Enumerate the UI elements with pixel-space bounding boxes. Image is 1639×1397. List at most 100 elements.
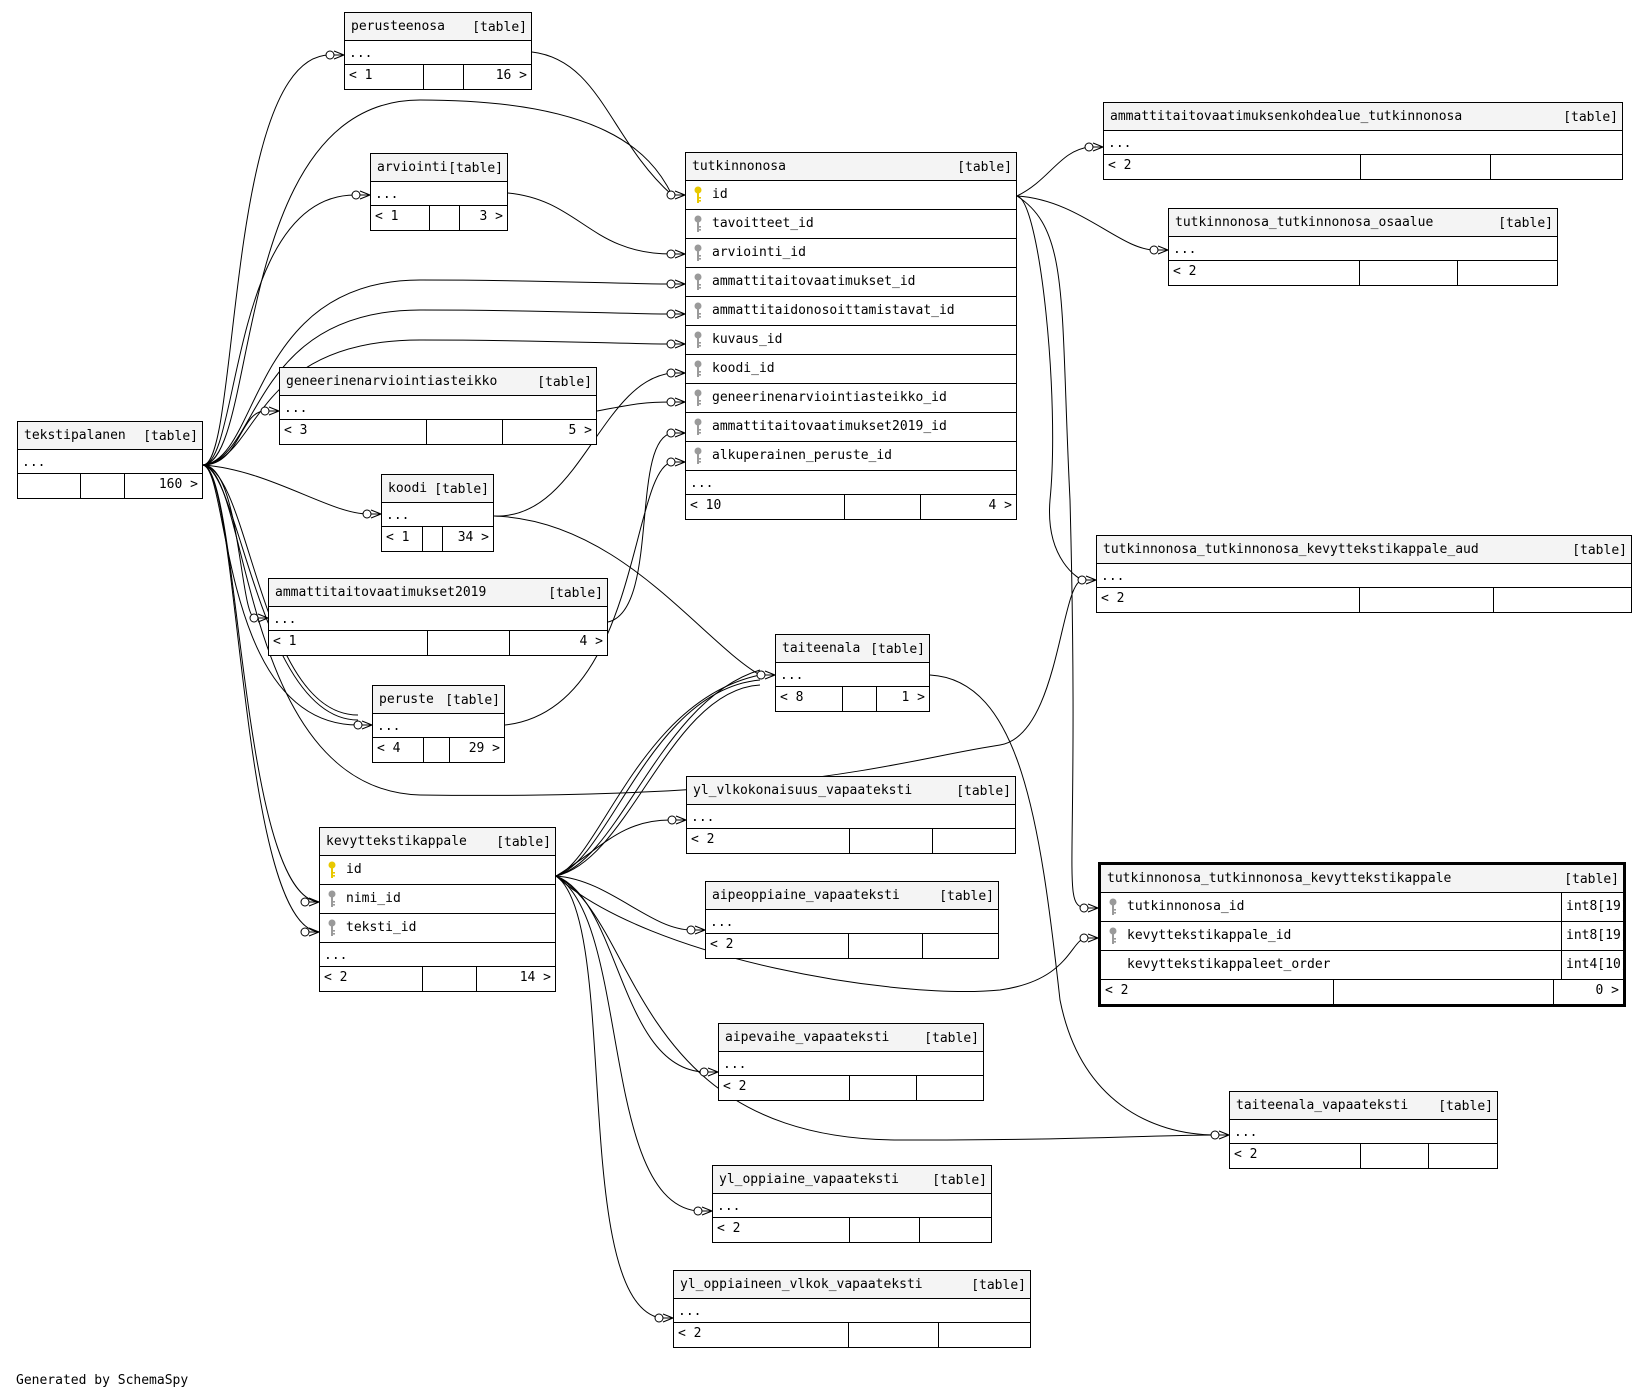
column-row[interactable]: tavoitteet_id bbox=[686, 210, 1016, 239]
children-count[interactable]: 1 > bbox=[901, 690, 925, 705]
table-name[interactable]: yl_oppiaine_vapaateksti bbox=[719, 1172, 900, 1187]
column-row[interactable]: teksti_id bbox=[320, 914, 555, 943]
table-name[interactable]: taiteenala bbox=[782, 641, 861, 656]
children-count[interactable]: 29 > bbox=[468, 741, 501, 756]
table-tutkinnonosa[interactable]: tutkinnonosa[table] id tavoitteet_id arv… bbox=[685, 152, 1017, 520]
children-count[interactable]: 4 > bbox=[988, 498, 1012, 513]
parents-count[interactable]: < 2 bbox=[674, 1323, 849, 1347]
table-taiteenala_vapaateksti[interactable]: taiteenala_vapaateksti[table]...< 2 bbox=[1229, 1091, 1498, 1169]
more-columns-row[interactable]: ... bbox=[1097, 564, 1631, 588]
table-yl_oppiaineen_vlkok_vapaateksti[interactable]: yl_oppiaineen_vlkok_vapaateksti[table]..… bbox=[673, 1270, 1031, 1348]
parents-count[interactable]: < 1 bbox=[345, 65, 425, 89]
table-name[interactable]: tutkinnonosa_tutkinnonosa_kevyttekstikap… bbox=[1107, 871, 1452, 886]
more-columns-row[interactable]: ... bbox=[373, 714, 504, 738]
children-count[interactable] bbox=[917, 1076, 983, 1100]
table-name[interactable]: yl_oppiaineen_vlkok_vapaateksti bbox=[680, 1277, 923, 1292]
parents-count[interactable] bbox=[18, 474, 82, 498]
children-count[interactable] bbox=[923, 934, 999, 958]
children-count[interactable] bbox=[933, 829, 1015, 853]
more-columns-row[interactable]: ... bbox=[371, 182, 507, 206]
more-columns-row[interactable]: ... bbox=[280, 396, 596, 420]
column-row[interactable]: id bbox=[686, 181, 1016, 210]
column-row[interactable]: ammattitaitovaatimukset_id bbox=[686, 268, 1016, 297]
parents-count[interactable]: < 2 bbox=[687, 829, 850, 853]
table-name[interactable]: ammattitaitovaatimuksenkohdealue_tutkinn… bbox=[1110, 109, 1463, 124]
parents-count[interactable]: < 2 bbox=[320, 967, 424, 991]
column-row[interactable]: nimi_id bbox=[320, 885, 555, 914]
table-tutkinnonosa_tutkinnonosa_kevyttekstikappale_aud[interactable]: tutkinnonosa_tutkinnonosa_kevyttekstikap… bbox=[1096, 535, 1632, 613]
parents-count[interactable]: < 1 bbox=[371, 206, 431, 230]
table-yl_oppiaine_vapaateksti[interactable]: yl_oppiaine_vapaateksti[table]...< 2 bbox=[712, 1165, 992, 1243]
parents-count[interactable]: < 2 bbox=[706, 934, 849, 958]
parents-count[interactable]: < 2 bbox=[1230, 1144, 1361, 1168]
more-columns-row[interactable]: ... bbox=[320, 943, 555, 967]
children-count[interactable] bbox=[920, 1218, 992, 1242]
table-name[interactable]: aipeoppiaine_vapaateksti bbox=[712, 888, 900, 903]
table-name[interactable]: arviointi bbox=[377, 160, 448, 175]
table-name[interactable]: yl_vlkokonaisuus_vapaateksti bbox=[693, 783, 913, 798]
parents-count[interactable]: < 1 bbox=[269, 631, 429, 655]
table-aipeoppiaine_vapaateksti[interactable]: aipeoppiaine_vapaateksti[table]...< 2 bbox=[705, 881, 999, 959]
more-columns-row[interactable]: ... bbox=[713, 1194, 991, 1218]
more-columns-row[interactable]: ... bbox=[18, 450, 202, 474]
table-name[interactable]: kevyttekstikappale bbox=[326, 834, 467, 849]
table-name[interactable]: ammattitaitovaatimukset2019 bbox=[275, 585, 487, 600]
parents-count[interactable]: < 2 bbox=[1101, 980, 1335, 1004]
parents-count[interactable]: < 8 bbox=[776, 687, 844, 711]
parents-count[interactable]: < 2 bbox=[713, 1218, 850, 1242]
children-count[interactable]: 16 > bbox=[495, 68, 528, 83]
parents-count[interactable]: < 3 bbox=[280, 420, 428, 444]
more-columns-row[interactable]: ... bbox=[1230, 1120, 1497, 1144]
parents-count[interactable]: < 1 bbox=[382, 527, 424, 551]
table-tekstipalanen[interactable]: tekstipalanen[table]...160 > bbox=[17, 421, 203, 499]
children-count[interactable]: 160 > bbox=[158, 477, 198, 492]
table-name[interactable]: perusteenosa bbox=[351, 19, 445, 34]
more-columns-row[interactable]: ... bbox=[345, 41, 531, 65]
column-row[interactable]: kuvaus_id bbox=[686, 326, 1016, 355]
children-count[interactable] bbox=[1458, 261, 1558, 285]
table-yl_vlkokonaisuus_vapaateksti[interactable]: yl_vlkokonaisuus_vapaateksti[table]...< … bbox=[686, 776, 1016, 854]
column-row[interactable]: arviointi_id bbox=[686, 239, 1016, 268]
column-row[interactable]: koodi_id bbox=[686, 355, 1016, 384]
table-tutkinnonosa_tutkinnonosa_kevyttekstikappale[interactable]: tutkinnonosa_tutkinnonosa_kevyttekstikap… bbox=[1098, 862, 1629, 1007]
table-ammattitaitovaatimukset2019[interactable]: ammattitaitovaatimukset2019[table]...< 1… bbox=[268, 578, 608, 656]
more-columns-row[interactable]: ... bbox=[674, 1299, 1030, 1323]
table-kevyttekstikappale[interactable]: kevyttekstikappale[table] id nimi_id tek… bbox=[319, 827, 556, 992]
children-count[interactable] bbox=[1494, 588, 1631, 612]
table-name[interactable]: tutkinnonosa_tutkinnonosa_kevyttekstikap… bbox=[1103, 542, 1479, 557]
children-count[interactable]: 3 > bbox=[479, 209, 503, 224]
table-name[interactable]: geneerinenarviointiasteikko bbox=[286, 374, 498, 389]
table-geneerinenarviointiasteikko[interactable]: geneerinenarviointiasteikko[table]...< 3… bbox=[279, 367, 597, 445]
children-count[interactable] bbox=[939, 1323, 1031, 1347]
more-columns-row[interactable]: ... bbox=[706, 910, 998, 934]
table-name[interactable]: tutkinnonosa bbox=[692, 159, 786, 174]
children-count[interactable] bbox=[1429, 1144, 1498, 1168]
more-columns-row[interactable]: ... bbox=[269, 607, 607, 631]
parents-count[interactable]: < 10 bbox=[686, 495, 846, 519]
parents-count[interactable]: < 2 bbox=[1104, 155, 1361, 179]
column-row[interactable]: geneerinenarviointiasteikko_id bbox=[686, 384, 1016, 413]
table-name[interactable]: tutkinnonosa_tutkinnonosa_osaalue bbox=[1175, 215, 1434, 230]
column-row[interactable]: alkuperainen_peruste_id bbox=[686, 442, 1016, 471]
more-columns-row[interactable]: ... bbox=[1169, 237, 1557, 261]
more-columns-row[interactable]: ... bbox=[686, 471, 1016, 495]
more-columns-row[interactable]: ... bbox=[719, 1052, 983, 1076]
children-count[interactable] bbox=[1491, 155, 1623, 179]
table-aipevaihe_vapaateksti[interactable]: aipevaihe_vapaateksti[table]...< 2 bbox=[718, 1023, 984, 1101]
children-count[interactable]: 4 > bbox=[579, 634, 603, 649]
table-tutkinnonosa_tutkinnonosa_osaalue[interactable]: tutkinnonosa_tutkinnonosa_osaalue[table]… bbox=[1168, 208, 1558, 286]
column-row[interactable]: ammattitaitovaatimukset2019_id bbox=[686, 413, 1016, 442]
table-name[interactable]: peruste bbox=[379, 692, 434, 707]
column-row[interactable]: ammattitaidonosoittamistavat_id bbox=[686, 297, 1016, 326]
table-ammattitaitovaatimuksenkohdealue_tutkinnonosa[interactable]: ammattitaitovaatimuksenkohdealue_tutkinn… bbox=[1103, 102, 1623, 180]
children-count[interactable]: 34 > bbox=[457, 530, 489, 545]
more-columns-row[interactable]: ... bbox=[776, 663, 929, 687]
